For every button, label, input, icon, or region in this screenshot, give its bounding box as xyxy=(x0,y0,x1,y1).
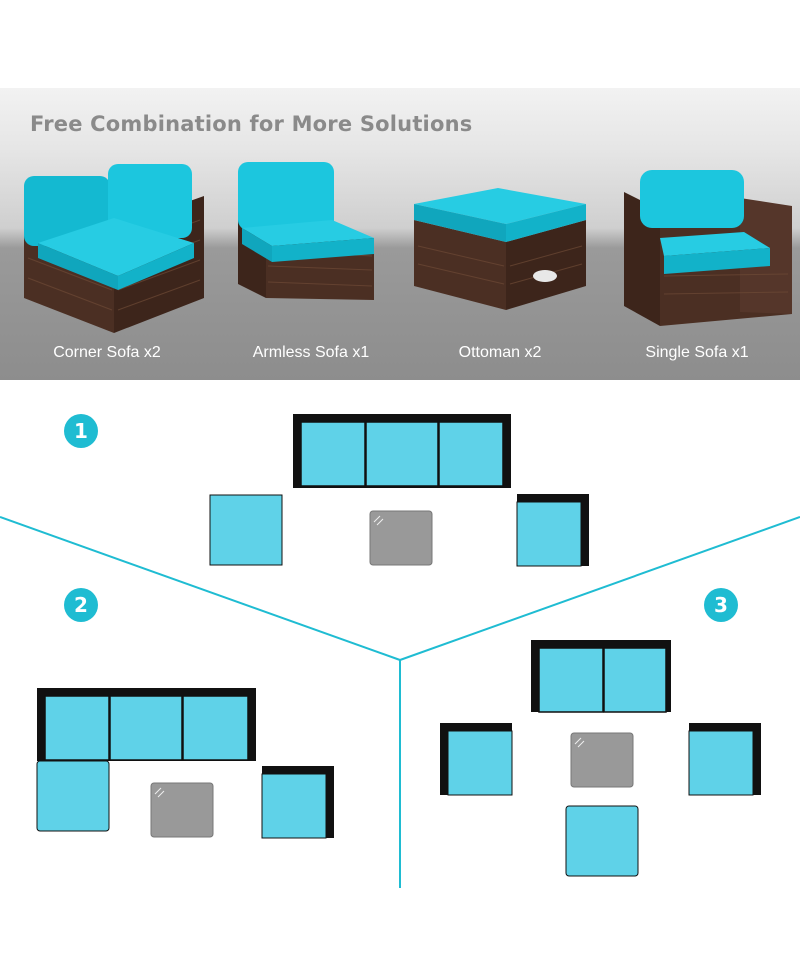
coffee-table xyxy=(570,732,634,788)
glass-glare-icon xyxy=(574,737,585,748)
layout-number-3: 3 xyxy=(704,588,738,622)
sofa-seat xyxy=(109,695,183,761)
single-sofa-seat xyxy=(261,773,327,839)
arrangement-diagrams xyxy=(0,414,800,888)
ottoman xyxy=(209,494,283,566)
corner-sofa-seat xyxy=(447,730,513,796)
single-sofa-icon xyxy=(624,170,792,326)
single-sofa-seat xyxy=(688,730,754,796)
layout-number-2: 2 xyxy=(64,588,98,622)
ottoman xyxy=(36,760,110,832)
product-label-single-sofa: Single Sofa x1 xyxy=(645,344,749,361)
product-label-ottoman: Ottoman x2 xyxy=(458,344,542,361)
sofa-seat xyxy=(438,421,504,487)
layout-number-1: 1 xyxy=(64,414,98,448)
sofa-seat xyxy=(538,647,604,713)
banner-title: Free Combination for More Solutions xyxy=(30,112,473,136)
glass-glare-icon xyxy=(373,515,384,526)
ottoman-icon xyxy=(414,188,586,310)
product-label-armless-sofa: Armless Sofa x1 xyxy=(252,344,370,361)
layout-3 xyxy=(440,640,761,877)
layout-2 xyxy=(36,688,334,839)
product-label-corner-sofa: Corner Sofa x2 xyxy=(53,344,161,361)
armless-sofa-icon xyxy=(238,162,374,300)
coffee-table xyxy=(369,510,433,566)
corner-sofa-icon xyxy=(24,164,204,333)
sofa-seat xyxy=(182,695,249,761)
single-sofa-seat xyxy=(516,501,582,567)
glass-glare-icon xyxy=(154,787,165,798)
sofa-seat xyxy=(365,421,439,487)
sofa-seat xyxy=(603,647,667,713)
sofa-seat xyxy=(44,695,110,761)
coffee-table xyxy=(150,782,214,838)
ottoman xyxy=(565,805,639,877)
section-divider-lines xyxy=(0,516,800,888)
sofa-seat xyxy=(300,421,366,487)
layout-1 xyxy=(209,414,589,567)
